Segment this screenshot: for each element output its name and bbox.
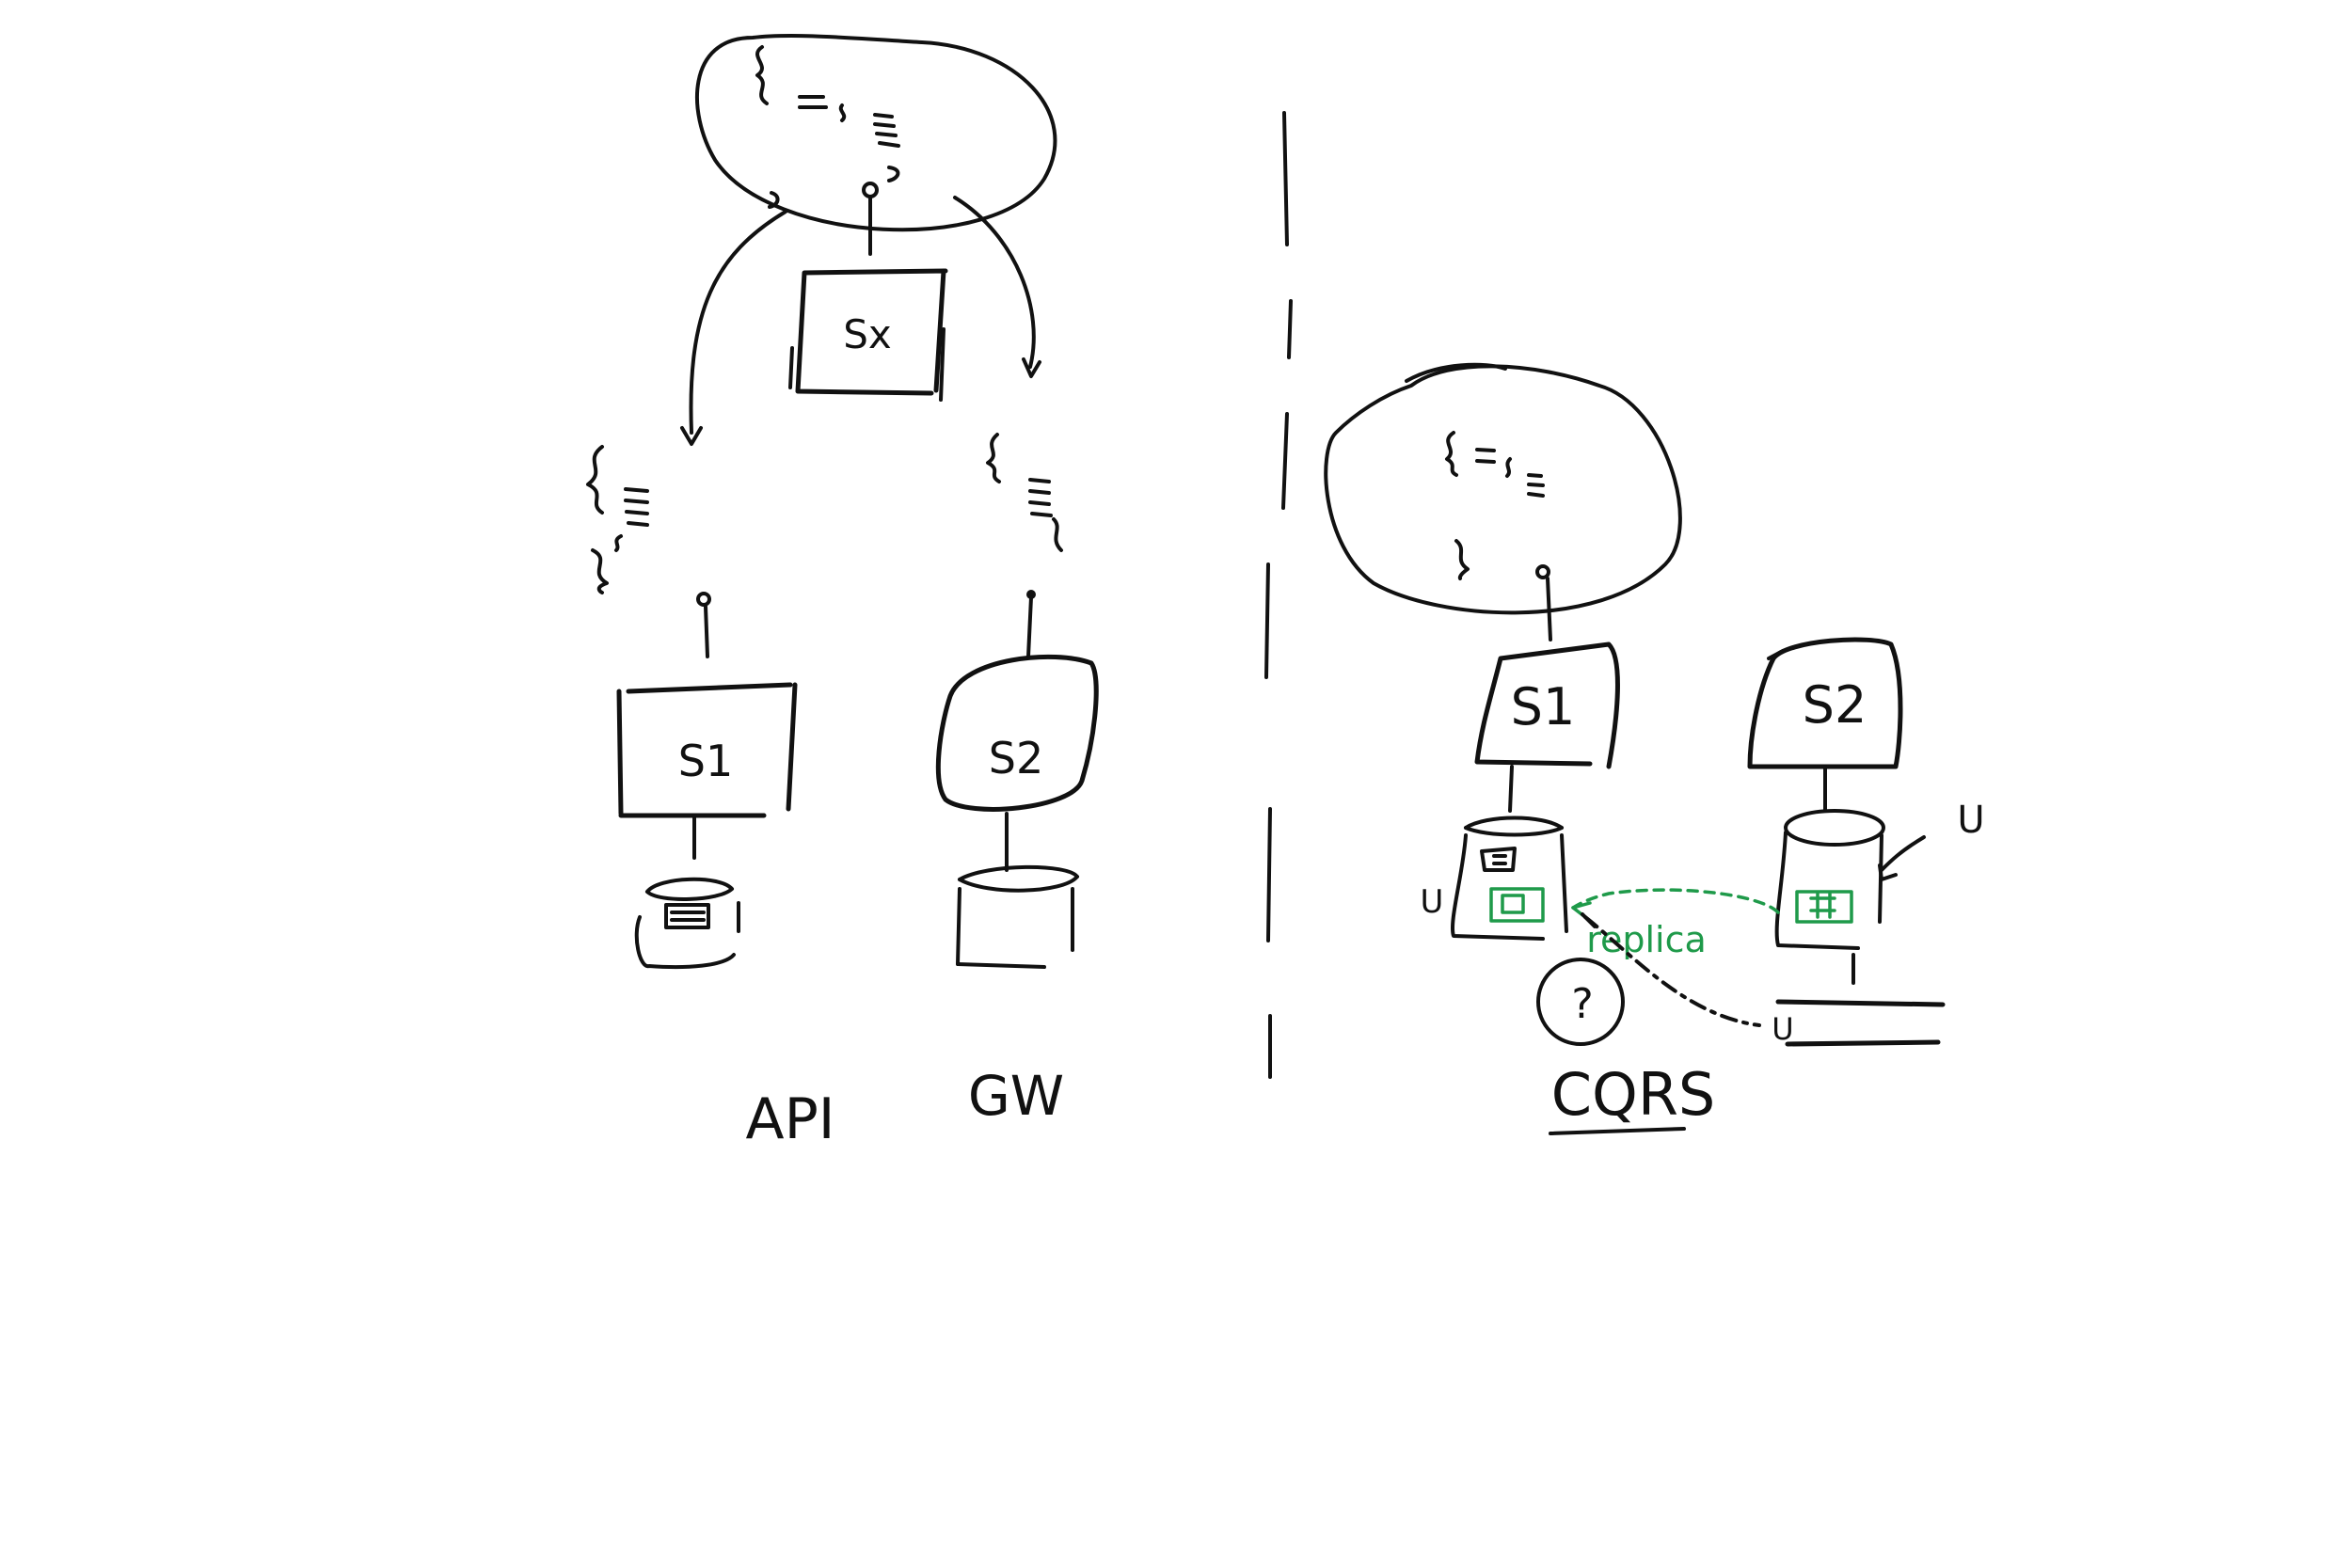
service-box-s1-left: S1 bbox=[616, 592, 798, 970]
replica-label: replica bbox=[1586, 919, 1707, 960]
database-s2-left bbox=[956, 864, 1079, 969]
update-marker-1: U bbox=[1421, 883, 1444, 921]
service-label-sx: Sx bbox=[843, 311, 892, 357]
service-label-s1-left: S1 bbox=[678, 736, 733, 786]
question-mark: ? bbox=[1571, 980, 1593, 1028]
replica-sync-arrow: replica bbox=[1571, 888, 1780, 960]
arrow-to-s2 bbox=[953, 196, 1036, 369]
database-s2-cqrs bbox=[1774, 809, 1885, 985]
connector-dot bbox=[862, 182, 879, 198]
json-squiggles-top bbox=[755, 45, 900, 209]
question-circle: ? bbox=[1536, 958, 1625, 1046]
caption-underline bbox=[1549, 1127, 1686, 1135]
service-label-s2-left: S2 bbox=[989, 733, 1043, 784]
service-box-sx: Sx bbox=[788, 268, 948, 402]
service-label-s2-cqrs: S2 bbox=[1803, 675, 1867, 735]
service-box-s1-cqrs: S1 U bbox=[1421, 641, 1620, 941]
client-ellipse bbox=[694, 33, 1057, 232]
dashed-divider bbox=[1264, 111, 1293, 1079]
json-squiggles-right bbox=[986, 433, 1063, 552]
service-box-s2-left: S2 bbox=[935, 590, 1099, 969]
client-ellipse-right bbox=[1324, 364, 1682, 615]
update-marker-3: U bbox=[1772, 1011, 1793, 1047]
database-s1-cqrs bbox=[1451, 816, 1568, 941]
json-squiggles-cqrs bbox=[1445, 431, 1545, 580]
arrow-to-s1 bbox=[689, 210, 787, 435]
json-squiggles-left bbox=[586, 445, 649, 594]
caption-api: API bbox=[746, 1086, 835, 1152]
update-marker-2: U bbox=[1957, 799, 1984, 842]
service-label-s1-cqrs: S1 bbox=[1511, 677, 1576, 736]
query-link bbox=[1583, 915, 1761, 1027]
caption-gw: GW bbox=[968, 1064, 1064, 1128]
api-gateway-diagram: Sx S1 bbox=[586, 33, 1099, 1152]
service-box-s2-cqrs: S2 U U bbox=[1747, 637, 1985, 1047]
database-s1-left bbox=[634, 877, 740, 970]
cqrs-diagram: S1 U S2 bbox=[1324, 362, 1985, 1135]
caption-cqrs: CQRS bbox=[1551, 1060, 1716, 1129]
